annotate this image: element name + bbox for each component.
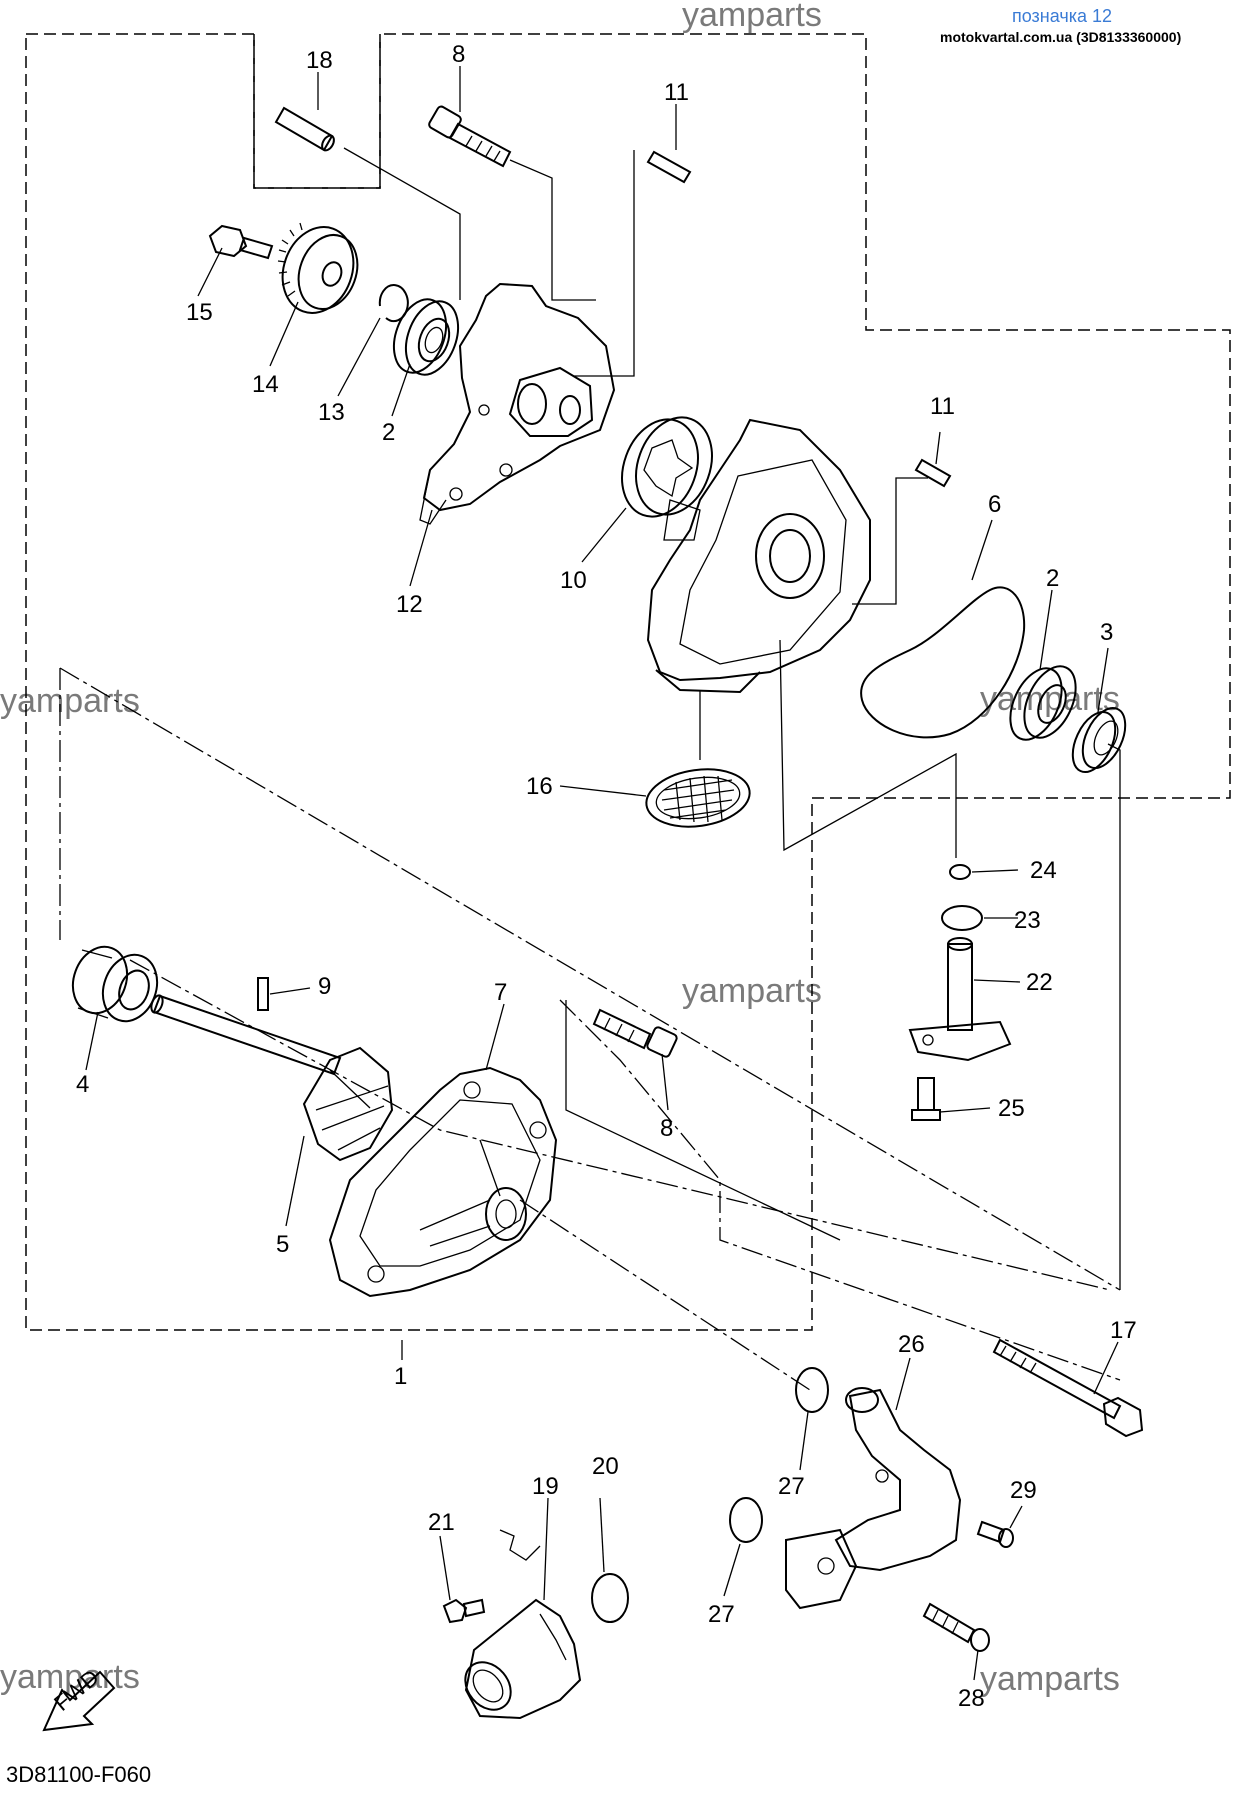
- callout-15: 15: [186, 299, 213, 326]
- assembly-axis-line: [559, 999, 1121, 1381]
- oil-seal-3[interactable]: [1064, 701, 1134, 778]
- leader-line: [1107, 743, 1121, 1290]
- bolt-8-upper[interactable]: [428, 105, 512, 168]
- leader-line: [779, 639, 957, 858]
- callout-26: 26: [898, 1331, 925, 1358]
- pin-9[interactable]: [257, 977, 269, 1011]
- callout-8: 8: [660, 1115, 673, 1142]
- pump-body-12[interactable]: [419, 282, 616, 525]
- callout-22: 22: [1026, 969, 1053, 996]
- assembly-axis-line: [129, 959, 1111, 1291]
- callout-2: 2: [382, 419, 395, 446]
- callout-3: 3: [1100, 619, 1113, 646]
- callout-23: 23: [1014, 907, 1041, 934]
- screw-29[interactable]: [976, 1520, 1014, 1548]
- assembly-axis-line: [59, 667, 1121, 1291]
- callout-11: 11: [664, 79, 689, 106]
- callout-1: 1: [394, 1363, 407, 1390]
- callout-2: 2: [1046, 565, 1059, 592]
- callout-24: 24: [1030, 857, 1057, 884]
- oil-pump-rotor-10[interactable]: [609, 407, 725, 528]
- callout-7: 7: [494, 979, 507, 1006]
- washer-24[interactable]: [949, 864, 971, 880]
- pump-cover[interactable]: [646, 418, 871, 694]
- callout-18: 18: [306, 47, 333, 74]
- callout-17: 17: [1110, 1317, 1137, 1344]
- oil-strainer-16[interactable]: [643, 763, 754, 833]
- callout-4: 4: [76, 1071, 89, 1098]
- o-ring-23[interactable]: [941, 905, 983, 931]
- leader-line: [509, 159, 596, 301]
- screw-21[interactable]: [442, 1598, 486, 1624]
- watermark: yamparts: [980, 1660, 1120, 1698]
- gasket-6[interactable]: [860, 586, 1026, 739]
- dowel-pin-11-upper[interactable]: [646, 150, 692, 184]
- watermark: yamparts: [0, 1658, 140, 1696]
- callout-16: 16: [526, 773, 553, 800]
- callout-19: 19: [532, 1473, 559, 1500]
- dowel-pin-11-lower[interactable]: [914, 458, 952, 488]
- tag-label: позначка 12: [1012, 6, 1112, 26]
- hose-joint-19[interactable]: [456, 1529, 582, 1720]
- o-ring-20[interactable]: [591, 1573, 629, 1623]
- callout-5: 5: [276, 1231, 289, 1258]
- callout-10: 10: [560, 567, 587, 594]
- leader-line: [343, 147, 461, 300]
- assembly-axis-line: [519, 1199, 811, 1391]
- callout-leaders: [85, 66, 1119, 1681]
- callout-13: 13: [318, 399, 345, 426]
- leader-line: [565, 1000, 841, 1241]
- bearing-2-upper[interactable]: [384, 292, 467, 382]
- mechanical-seal-4[interactable]: [64, 939, 166, 1029]
- leader-line: [852, 477, 928, 605]
- callout-11: 11: [930, 393, 955, 420]
- o-ring-27-upper[interactable]: [795, 1367, 829, 1413]
- bolt-8-lower[interactable]: [592, 1008, 678, 1058]
- callout-25: 25: [998, 1095, 1025, 1122]
- callout-27: 27: [778, 1473, 805, 1500]
- water-pipe-26[interactable]: [785, 1387, 962, 1610]
- callout-8: 8: [452, 41, 465, 68]
- circlip-13[interactable]: [378, 284, 409, 323]
- pin-group-outline: [253, 34, 381, 189]
- diagram-reference: 3D81100-F060: [6, 1762, 151, 1787]
- callout-21: 21: [428, 1509, 455, 1536]
- callout-29: 29: [1010, 1477, 1037, 1504]
- screw-25[interactable]: [911, 1077, 941, 1121]
- bolt-15[interactable]: [208, 224, 274, 260]
- long-bolt-17[interactable]: [992, 1338, 1144, 1438]
- gear-14[interactable]: [271, 217, 367, 323]
- callout-14: 14: [252, 371, 279, 398]
- callout-9: 9: [318, 973, 331, 1000]
- callout-28: 28: [958, 1685, 985, 1712]
- watermark: yamparts: [0, 682, 140, 720]
- o-ring-27-lower[interactable]: [729, 1497, 763, 1543]
- leader-line: [574, 150, 635, 377]
- impeller-shaft-5[interactable]: [149, 994, 394, 1162]
- watermark: yamparts: [682, 0, 822, 34]
- callout-6: 6: [988, 491, 1001, 518]
- pin-18[interactable]: [274, 106, 336, 152]
- callout-12: 12: [396, 591, 423, 618]
- callout-27: 27: [708, 1601, 735, 1628]
- bolt-28[interactable]: [922, 1602, 990, 1652]
- watermark: yamparts: [682, 972, 822, 1010]
- site-reference: motokvartal.com.ua (3D8133360000): [940, 29, 1181, 45]
- bearing-2-lower[interactable]: [1000, 658, 1086, 747]
- oil-pipe-22[interactable]: [908, 937, 1012, 1062]
- water-pump-cover-7[interactable]: [328, 1066, 558, 1298]
- callout-20: 20: [592, 1453, 619, 1480]
